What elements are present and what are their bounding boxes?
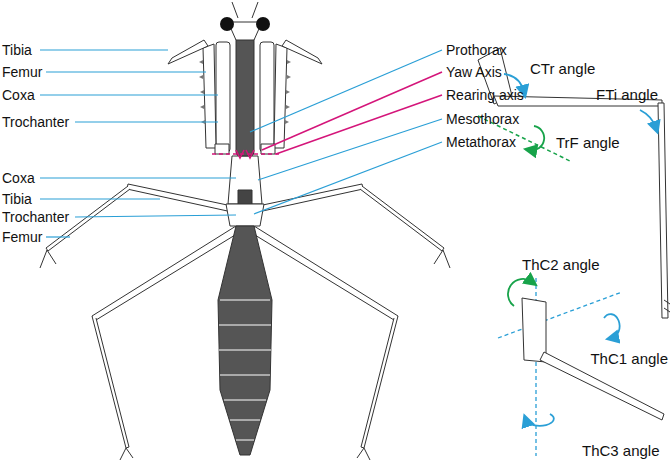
angle-label: TrF angle: [556, 134, 620, 151]
angle-label: FTi angle: [596, 86, 658, 103]
part-label: Tibia: [2, 42, 32, 58]
part-label: Trochanter: [2, 114, 69, 130]
part-label: Femur: [2, 64, 42, 80]
segment-label: Metathorax: [446, 134, 516, 150]
angle-label: ThC1 angle: [590, 350, 668, 367]
part-label: Trochanter: [2, 209, 69, 225]
angle-label: ThC3 angle: [582, 442, 660, 459]
part-label: Femur: [2, 229, 42, 245]
part-label: Tibia: [2, 191, 32, 207]
angle-label: ThC2 angle: [522, 256, 600, 273]
segment-label: Mesothorax: [446, 111, 519, 127]
axis-label: Rearing axis: [446, 87, 524, 103]
part-label: Coxa: [2, 170, 35, 186]
axis-label: Yaw Axis: [446, 64, 502, 80]
segment-label: Prothorax: [446, 42, 507, 58]
part-label: Coxa: [2, 87, 35, 103]
angle-label: CTr angle: [530, 60, 595, 77]
